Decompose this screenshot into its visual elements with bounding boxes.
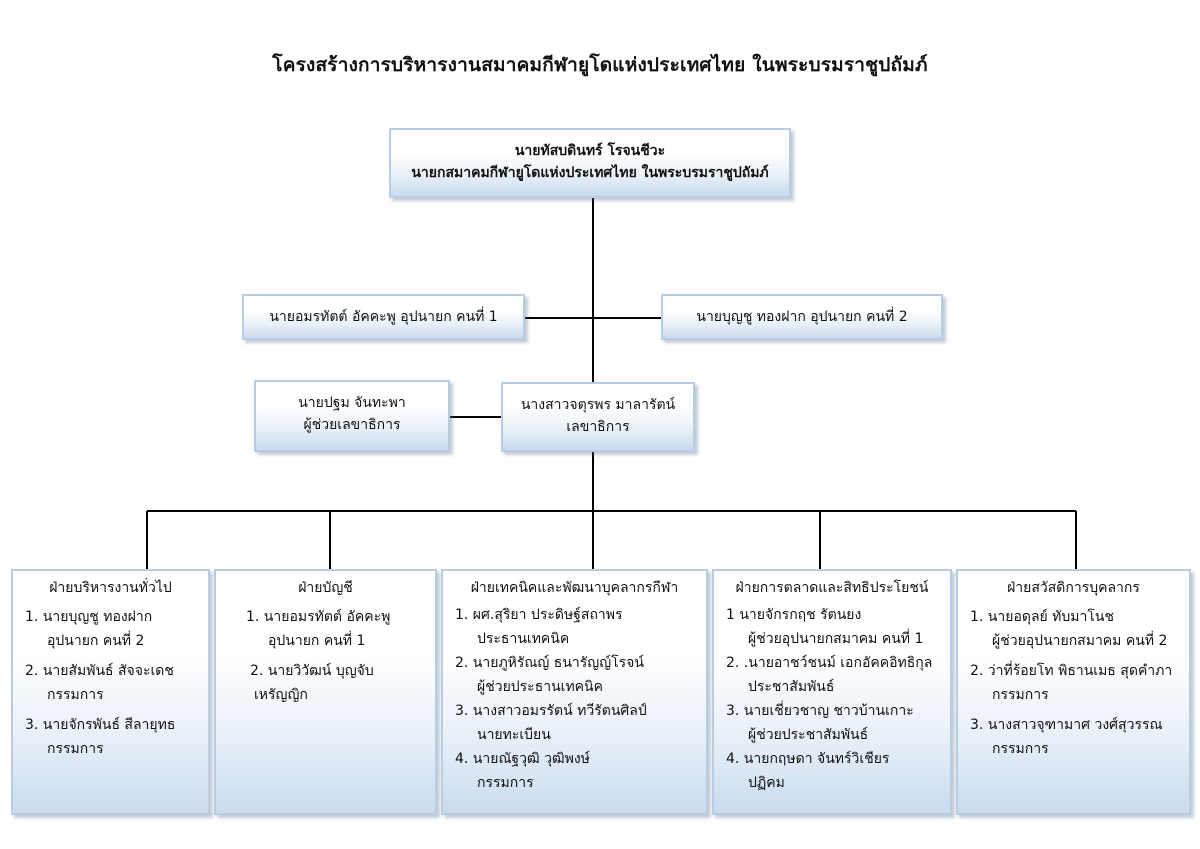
- member-entry: 1. ผศ.สุริยา ประดิษฐ์สถาพร ประธานเทคนิค: [455, 607, 623, 647]
- member-entry: 3. นางสาวจุฑามาศ วงศ์สุวรรณ กรรมการ: [970, 717, 1163, 757]
- member-entry: 3. นางสาวอมรรัตน์ ทวีรัตนศิลป์ นายทะเบีย…: [455, 703, 647, 743]
- department-box-accounting: ฝ่ายบัญชี 1. นายอมรทัตต์ อัคคะพู อุปนายก…: [214, 569, 437, 815]
- department-box-welfare: ฝ่ายสวัสดิการบุคลากร 1. นายอดุลย์ ทับมาโ…: [956, 569, 1191, 815]
- member-entry: 4. นายกฤษดา จันทร์วิเชียร ปฏิคม: [726, 751, 890, 791]
- member-entry: 2. นายภูหิรัณญ์ ธนารัญญ์โรจน์ ผู้ช่วยประ…: [455, 655, 644, 695]
- department-box-technical: ฝ่ายเทคนิคและพัฒนาบุคลากรกีฬา 1. ผศ.สุริ…: [441, 569, 708, 815]
- department-title: ฝ่ายเทคนิคและพัฒนาบุคลากรกีฬา: [470, 580, 679, 596]
- member-entry: 2. นายวิวัฒน์ บุญจับ เหรัญญิก: [250, 663, 374, 703]
- department-title: ฝ่ายบัญชี: [298, 580, 353, 596]
- secretary-name: นางสาวจตุรพร มาลารัตน์: [520, 397, 676, 413]
- secretary-box: นางสาวจตุรพร มาลารัตน์ เลขาธิการ: [501, 382, 695, 452]
- department-title: ฝ่ายการตลาดและสิทธิประโยชน์: [735, 580, 929, 596]
- vice-president-2-box: นายบุญชู ทองฝาก อุปนายก คนที่ 2: [661, 294, 943, 340]
- department-box-marketing: ฝ่ายการตลาดและสิทธิประโยชน์ 1 นายจักรกฤช…: [712, 569, 952, 815]
- member-entry: 3. นายจักรพันธ์ สีลายุทธ กรรมการ: [25, 717, 176, 757]
- assistant-secretary-role: ผู้ช่วยเลขาธิการ: [303, 417, 401, 433]
- president-box: นายทัสบดินทร์ โรจนชีวะ นายกสมาคมกีฬายูโด…: [389, 128, 791, 198]
- department-box-general-admin: ฝ่ายบริหารงานทั่วไป 1. นายบุญชู ทองฝาก อ…: [11, 569, 210, 815]
- department-title: ฝ่ายบริหารงานทั่วไป: [49, 580, 172, 596]
- vice-president-2-label: นายบุญชู ทองฝาก อุปนายก คนที่ 2: [696, 309, 908, 325]
- department-title: ฝ่ายสวัสดิการบุคลากร: [1007, 580, 1140, 596]
- member-entry: 1. นายบุญชู ทองฝาก อุปนายก คนที่ 2: [25, 609, 153, 649]
- member-entry: 2. ว่าที่ร้อยโท พิธานเมธ สุดคำภา กรรมการ: [970, 663, 1173, 703]
- member-entry: 4. นายณัฐวุฒิ วุฒิพงษ์ กรรมการ: [455, 751, 590, 791]
- member-entry: 3. นายเชี่ยวชาญ ชาวบ้านเกาะ ผู้ช่วยประชา…: [726, 703, 914, 743]
- president-name: นายทัสบดินทร์ โรจนชีวะ: [514, 143, 666, 159]
- member-entry: 2. .นายอาชว์ชนม์ เอกอัคคอิทธิกุล ประชาสั…: [726, 655, 933, 695]
- member-entry: 1 นายจักรกฤช รัตนยง ผู้ช่วยอุปนายกสมาคม …: [726, 607, 924, 647]
- vice-president-1-label: นายอมรทัตต์ อัคคะพู อุปนายก คนที่ 1: [269, 309, 498, 325]
- member-entry: 1. นายอมรทัตต์ อัคคะพู อุปนายก คนที่ 1: [246, 609, 391, 649]
- assistant-secretary-name: นายปฐม จันทะพา: [298, 395, 406, 411]
- assistant-secretary-box: นายปฐม จันทะพา ผู้ช่วยเลขาธิการ: [254, 380, 450, 452]
- president-role: นายกสมาคมกีฬายูโดแห่งประเทศไทย ในพระบรมร…: [411, 165, 769, 181]
- member-entry: 2. นายสัมพันธ์ สัจจะเดช กรรมการ: [25, 663, 174, 703]
- chart-title: โครงสร้างการบริหารงานสมาคมกีฬายูโดแห่งปร…: [272, 54, 928, 76]
- secretary-role: เลขาธิการ: [566, 419, 630, 435]
- member-entry: 1. นายอดุลย์ ทับมาโนช ผู้ช่วยอุปนายกสมาค…: [970, 609, 1168, 649]
- vice-president-1-box: นายอมรทัตต์ อัคคะพู อุปนายก คนที่ 1: [242, 294, 525, 340]
